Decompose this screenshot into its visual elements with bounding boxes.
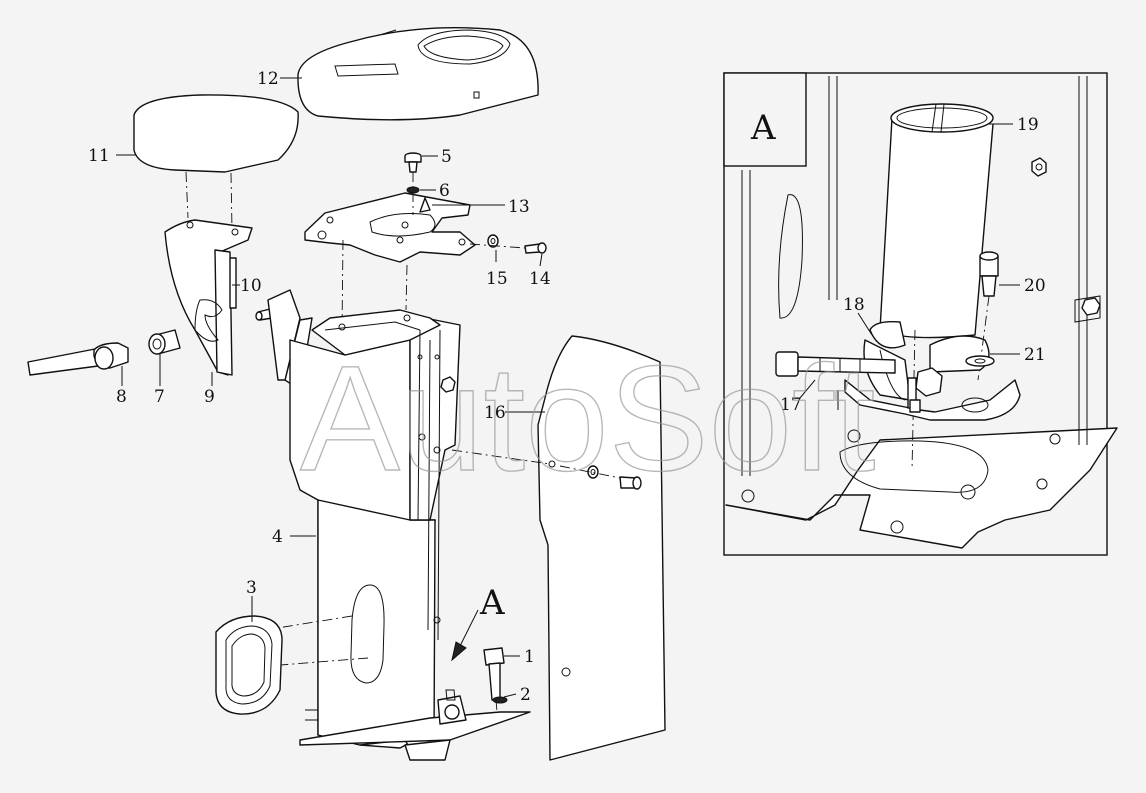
callout-21: 21 xyxy=(1024,345,1046,365)
callout-13: 13 xyxy=(508,197,530,217)
bolt-1 xyxy=(483,647,505,701)
screw-14 xyxy=(524,242,547,254)
column-housing-4 xyxy=(267,289,531,761)
callout-7: 7 xyxy=(154,387,165,407)
view-label: A xyxy=(750,108,776,148)
washer-21 xyxy=(965,355,995,367)
side-panel-16 xyxy=(537,335,666,761)
screw-5 xyxy=(404,152,422,173)
lever-8 xyxy=(27,342,129,376)
callout-19: 19 xyxy=(1017,115,1039,135)
callout-17: 17 xyxy=(780,395,802,415)
top-cover-12 xyxy=(297,27,539,121)
top-plate-13 xyxy=(304,192,476,263)
callout-10: 10 xyxy=(240,276,262,296)
callout-18: 18 xyxy=(843,295,865,315)
nut-icon xyxy=(1031,157,1047,177)
callout-12: 12 xyxy=(257,69,279,89)
view-arrow-a xyxy=(451,609,479,662)
oblong-slot xyxy=(350,584,385,684)
callout-6: 6 xyxy=(439,181,450,201)
detail-view-a: A xyxy=(723,72,1118,556)
screw-16-fastener xyxy=(619,476,642,490)
callout-9: 9 xyxy=(204,387,215,407)
callout-2: 2 xyxy=(520,685,531,705)
bushing-7 xyxy=(148,329,181,355)
callout-5: 5 xyxy=(441,147,452,167)
cover-11 xyxy=(133,94,299,173)
callout-15: 15 xyxy=(486,269,508,289)
watermark: AutoSoft xyxy=(300,334,875,502)
bolt-17 xyxy=(775,351,896,377)
callout-20: 20 xyxy=(1024,276,1046,296)
callout-3: 3 xyxy=(246,578,257,598)
detail-base-plate xyxy=(725,427,1118,549)
callout-4: 4 xyxy=(272,527,283,547)
bracket-9 xyxy=(164,219,253,376)
bolt-20 xyxy=(979,251,999,297)
tube-19 xyxy=(879,103,994,339)
callout-14: 14 xyxy=(529,269,551,289)
view-label-box xyxy=(723,72,807,167)
callout-8: 8 xyxy=(116,387,127,407)
washer-2 xyxy=(492,696,508,704)
clamp-nut xyxy=(915,367,943,397)
gasket-3 xyxy=(215,615,283,715)
washer-15 xyxy=(487,234,499,248)
callout-11: 11 xyxy=(88,146,110,166)
callout-1: 1 xyxy=(524,647,535,667)
callout-16: 16 xyxy=(484,403,506,423)
arrow-label: A xyxy=(479,583,505,623)
